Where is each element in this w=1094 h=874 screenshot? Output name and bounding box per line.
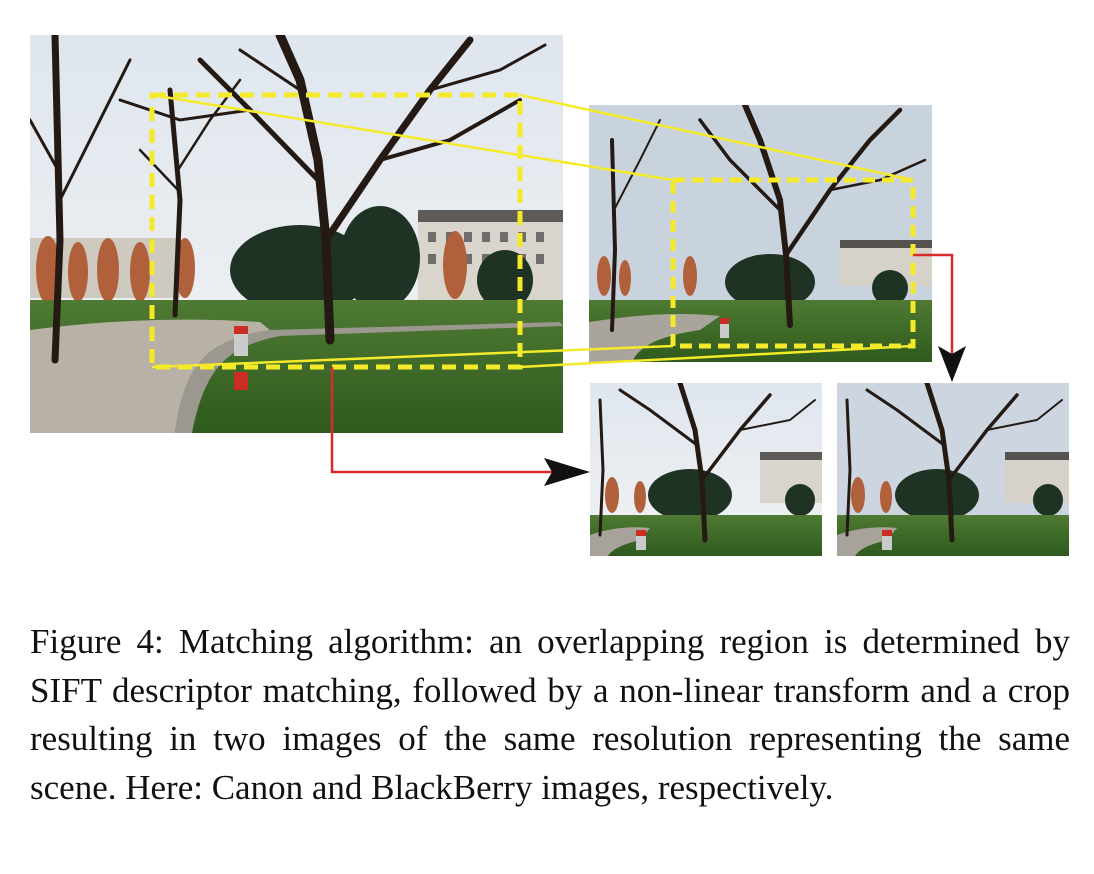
- overlap-box-blackberry: [670, 177, 916, 349]
- crop-arrow-canon: [330, 367, 590, 486]
- caption-text: Matching algorithm: an overlapping regio…: [30, 622, 1070, 807]
- figure-caption: Figure 4: Matching algorithm: an overlap…: [30, 618, 1070, 812]
- canon-crop: [590, 383, 822, 556]
- blackberry-photo: [589, 105, 932, 362]
- caption-label: Figure 4:: [30, 622, 164, 661]
- crop-arrow-blackberry: [913, 253, 966, 382]
- figure-4-matching-illustration: [30, 35, 1069, 556]
- correspondence-lines: [151, 93, 914, 369]
- blackberry-crop: [837, 383, 1069, 556]
- canon-photo: [30, 35, 563, 433]
- overlap-box-canon: [149, 92, 523, 370]
